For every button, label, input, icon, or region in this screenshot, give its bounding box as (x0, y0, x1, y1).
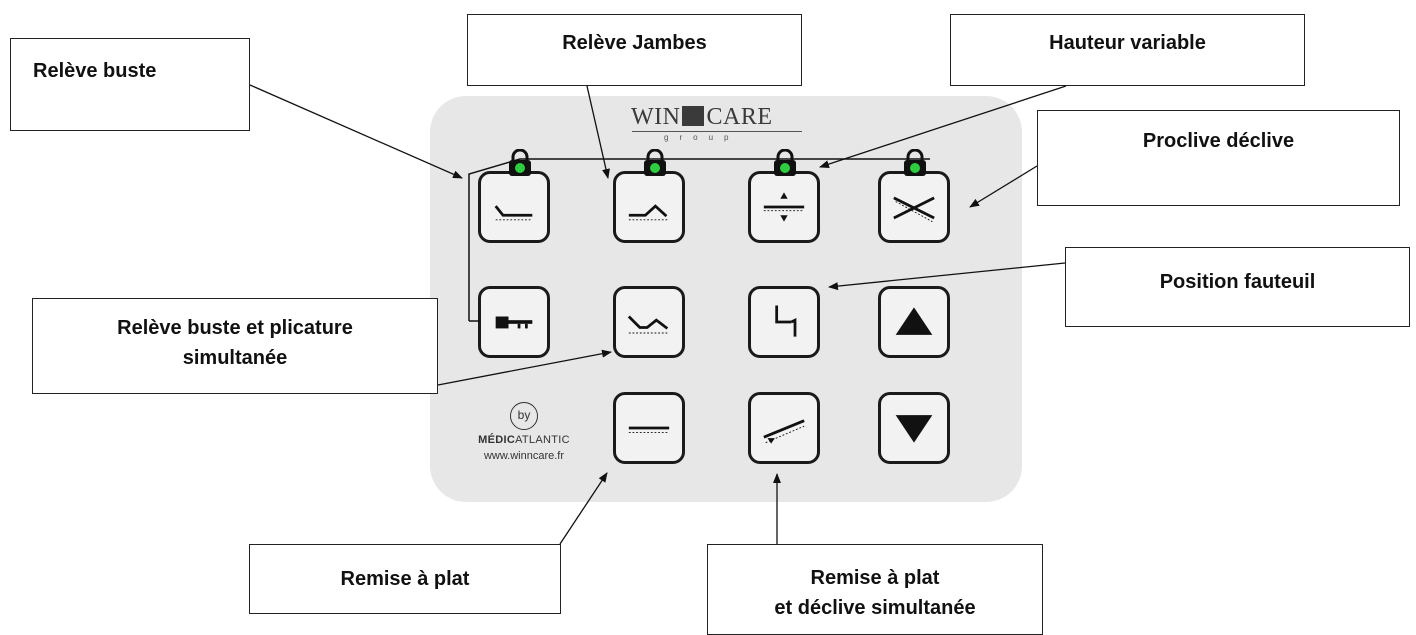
key-lock-button[interactable] (478, 286, 550, 358)
legrest-icon (628, 204, 668, 221)
backrest-knee-icon (627, 315, 669, 334)
key-icon (495, 316, 533, 329)
flat-decline-button[interactable] (748, 392, 820, 464)
height-button[interactable] (748, 171, 820, 243)
height-lock-icon (774, 149, 796, 176)
callout-releve-jambes: Relève Jambes (467, 14, 802, 86)
backrest-button[interactable] (478, 171, 550, 243)
tilt-button[interactable] (878, 171, 950, 243)
height-icon (763, 192, 805, 222)
maker-name: MÉDICATLANTIC (478, 434, 570, 446)
flat-decline-icon (763, 419, 805, 444)
backrest-lock-icon (509, 149, 531, 176)
callout-hauteur-variable: Hauteur variable (950, 14, 1305, 86)
callout-remise-a-plat: Remise à plat (249, 544, 561, 614)
arrow-up-icon (895, 307, 933, 335)
legrest-lock-icon (644, 149, 666, 176)
backrest-knee-button[interactable] (613, 286, 685, 358)
backrest-icon (494, 205, 533, 221)
legrest-button[interactable] (613, 171, 685, 243)
flat-icon (628, 426, 670, 434)
by-badge: by (510, 402, 538, 430)
chair-position-button[interactable] (748, 286, 820, 358)
winncare-logo: WIN CARE (631, 104, 773, 131)
brand-sub: group (664, 133, 740, 142)
arrow-up-button[interactable] (878, 286, 950, 358)
callout-releve-buste: Relève buste (10, 38, 250, 131)
brand-name-left: WIN (631, 104, 681, 130)
brand-underline (632, 131, 802, 132)
chair-position-icon (775, 305, 797, 337)
arrow-down-icon (895, 415, 933, 443)
callout-remise-a-plat-declive-line2: et déclive simultanée (774, 597, 976, 619)
callout-remise-a-plat-declive-line1: Remise à plat (810, 567, 940, 589)
maker-url: www.winncare.fr (483, 450, 565, 462)
brand-name-right: CARE (706, 104, 773, 130)
callout-proclive-declive: Proclive déclive (1037, 110, 1400, 206)
brand-separator-icon (682, 106, 705, 126)
tilt-lock-icon (904, 149, 926, 176)
maker-block: by MÉDICATLANTIC www.winncare.fr (451, 402, 597, 462)
tilt-icon (893, 196, 935, 223)
callout-remise-a-plat-declive: Remise à plat et déclive simultanée (707, 544, 1043, 635)
callout-releve-buste-plicature: Relève buste et plicature simultanée (32, 298, 438, 394)
flat-button[interactable] (613, 392, 685, 464)
callout-position-fauteuil: Position fauteuil (1065, 247, 1410, 327)
arrow-down-button[interactable] (878, 392, 950, 464)
